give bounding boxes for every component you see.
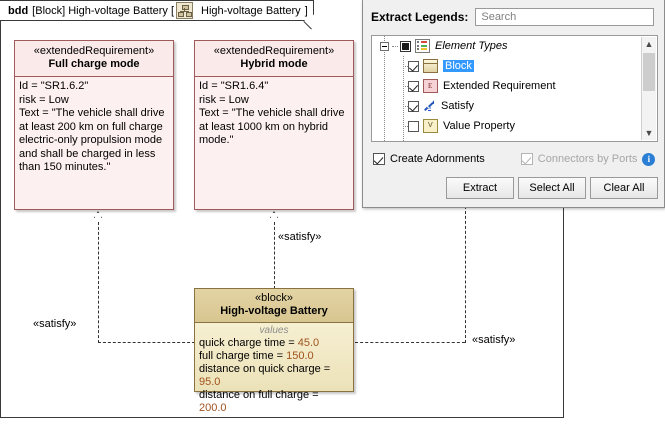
clear-all-button[interactable]: Clear All bbox=[590, 177, 658, 199]
dialog-search-row: Extract Legends: Search bbox=[363, 0, 664, 32]
requirement-stereotype: «extendedRequirement» bbox=[213, 45, 335, 57]
value-property-row: full charge time = 150.0 bbox=[199, 350, 349, 363]
block-compartment-label: values bbox=[259, 325, 289, 336]
tree-item-block[interactable]: Block bbox=[372, 56, 657, 76]
checkbox-value-property[interactable] bbox=[408, 120, 419, 132]
requirement-name: Full charge mode bbox=[48, 58, 140, 70]
diagram-tab-close-bracket: ] bbox=[304, 4, 308, 17]
block-stereotype: «block» bbox=[255, 292, 293, 304]
value-number: 150.0 bbox=[286, 350, 314, 362]
value-property-row: distance on quick charge = 95.0 bbox=[199, 363, 349, 389]
filled-square-icon[interactable] bbox=[400, 40, 411, 52]
value-label: distance on full charge = bbox=[199, 389, 319, 401]
tree-item-label: Extended Requirement bbox=[443, 80, 556, 92]
tree-item-extended-requirement[interactable]: E Extended Requirement bbox=[372, 76, 657, 96]
block-name: High-voltage Battery bbox=[220, 305, 328, 317]
extended-requirement-icon: E bbox=[423, 79, 438, 93]
tree-root-label: Element Types bbox=[435, 40, 508, 52]
legend-icon bbox=[415, 39, 430, 53]
chevron-down-icon[interactable]: ▼ bbox=[644, 128, 654, 138]
connectors-by-ports-label: Connectors by Ports bbox=[537, 153, 638, 165]
create-adornments-label: Create Adornments bbox=[390, 153, 485, 165]
value-label: quick charge time = bbox=[199, 337, 298, 349]
tree-item-value-property[interactable]: V Value Property bbox=[372, 116, 657, 136]
diagram-tab-name: High-voltage Battery bbox=[201, 4, 301, 17]
requirement-name: Hybrid mode bbox=[240, 58, 308, 70]
value-label: full charge time = bbox=[199, 350, 287, 362]
checkbox-create-adornments[interactable] bbox=[373, 153, 385, 165]
collapse-icon[interactable] bbox=[380, 41, 389, 51]
tree-guide-line bbox=[403, 56, 404, 141]
satisfy-arrowhead-middle bbox=[270, 211, 278, 218]
requirement-header: «extendedRequirement» Full charge mode bbox=[15, 41, 173, 77]
requirement-stereotype: «extendedRequirement» bbox=[33, 45, 155, 57]
requirement-block-hybrid-mode[interactable]: «extendedRequirement» Hybrid mode Id = "… bbox=[194, 40, 354, 210]
block-icon bbox=[423, 59, 438, 73]
search-input[interactable]: Search bbox=[475, 8, 654, 26]
checkbox-block[interactable] bbox=[408, 60, 419, 72]
block-values-list: quick charge time = 45.0 full charge tim… bbox=[195, 337, 353, 415]
dialog-options-row: Create Adornments Connectors by Ports i bbox=[373, 150, 658, 168]
diagram-kind-label: bdd bbox=[8, 4, 29, 17]
requirement-header: «extendedRequirement» Hybrid mode bbox=[195, 41, 353, 77]
tree-root-element-types[interactable]: Element Types bbox=[372, 36, 657, 56]
value-number: 95.0 bbox=[199, 376, 221, 388]
element-types-tree[interactable]: Element Types Block E Extended Requireme… bbox=[371, 35, 658, 142]
value-label: distance on quick charge = bbox=[199, 363, 331, 375]
block-high-voltage-battery[interactable]: «block» High-voltage Battery values quic… bbox=[194, 288, 354, 414]
tree-scrollbar[interactable]: ▲ ▼ bbox=[641, 37, 656, 140]
satisfy-connector-left-horizontal[interactable] bbox=[98, 342, 195, 343]
value-property-icon: V bbox=[423, 119, 438, 133]
dialog-button-row: Extract Select All Clear All bbox=[371, 177, 658, 199]
requirement-body: Id = "SR1.6.4" risk = Low Text = "The ve… bbox=[199, 80, 345, 146]
tree-item-satisfy[interactable]: s Satisfy bbox=[372, 96, 657, 116]
info-icon[interactable]: i bbox=[642, 152, 656, 166]
extract-legends-dialog[interactable]: Extract Legends: Search Element Types Bl… bbox=[362, 0, 665, 208]
value-number: 45.0 bbox=[297, 337, 320, 349]
tree-guide-line bbox=[384, 36, 385, 141]
satisfy-label-right: «satisfy» bbox=[472, 334, 516, 346]
diagram-frame-tab[interactable]: bdd [Block] High-voltage Battery [ High-… bbox=[0, 0, 314, 21]
satisfy-connector-right-horizontal[interactable] bbox=[355, 342, 465, 343]
extract-button[interactable]: Extract bbox=[446, 177, 514, 199]
select-all-button[interactable]: Select All bbox=[518, 177, 586, 199]
requirement-body: Id = "SR1.6.2" risk = Low Text = "The ve… bbox=[19, 80, 165, 173]
scrollbar-thumb[interactable] bbox=[643, 53, 655, 91]
tree-connector bbox=[403, 126, 412, 127]
value-property-row: quick charge time = 45.0 bbox=[199, 337, 349, 350]
tree-item-label: Satisfy bbox=[441, 100, 475, 112]
satisfy-connector-right-vertical[interactable] bbox=[465, 206, 466, 343]
diagram-frame-outline bbox=[0, 20, 564, 418]
checkbox-extended-requirement[interactable] bbox=[408, 80, 419, 92]
dialog-title-label: Extract Legends: bbox=[371, 10, 469, 24]
checkbox-connectors-by-ports bbox=[520, 153, 533, 165]
requirement-block-full-charge-mode[interactable]: «extendedRequirement» Full charge mode I… bbox=[14, 40, 174, 210]
connectors-by-ports-option: Connectors by Ports i bbox=[520, 152, 656, 166]
block-header: «block» High-voltage Battery bbox=[195, 289, 353, 323]
chevron-up-icon[interactable]: ▲ bbox=[644, 39, 654, 49]
satisfy-icon: s bbox=[423, 100, 436, 112]
tree-item-label: Value Property bbox=[443, 120, 515, 132]
tree-connector bbox=[392, 45, 398, 47]
satisfy-label-left: «satisfy» bbox=[33, 318, 77, 330]
value-number: 200.0 bbox=[199, 402, 227, 414]
satisfy-connector-middle-vertical[interactable] bbox=[274, 222, 275, 289]
satisfy-label-middle: «satisfy» bbox=[278, 231, 322, 243]
diagram-tab-text: [Block] High-voltage Battery [ bbox=[32, 4, 175, 17]
satisfy-connector-left-vertical[interactable] bbox=[98, 222, 99, 343]
tree-item-label: Block bbox=[443, 60, 474, 72]
block-definition-diagram-icon bbox=[176, 2, 194, 19]
satisfy-arrowhead-left bbox=[94, 211, 102, 218]
create-adornments-option[interactable]: Create Adornments bbox=[373, 153, 485, 165]
value-property-row: distance on full charge = 200.0 bbox=[199, 389, 349, 415]
checkbox-satisfy[interactable] bbox=[408, 100, 419, 112]
